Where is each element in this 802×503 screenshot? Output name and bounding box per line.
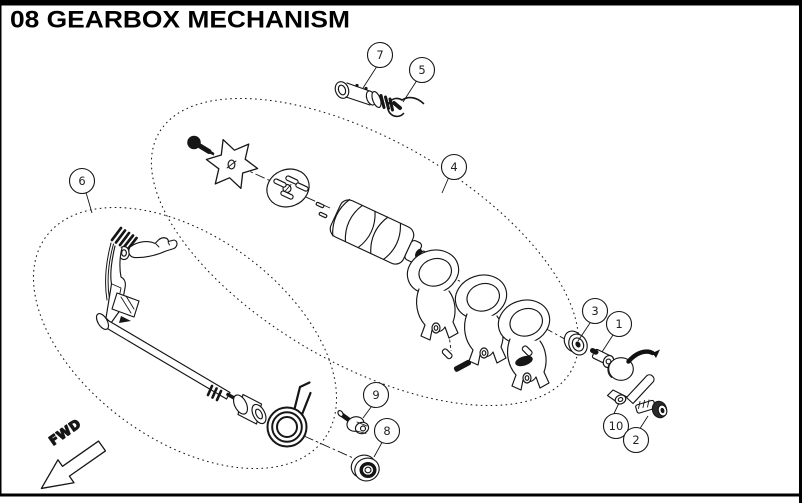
callout-4-leader xyxy=(441,177,449,194)
shaft-bushing xyxy=(232,393,267,425)
callout-6-number: 6 xyxy=(78,174,85,188)
callout-layer: 7 5 4 6 3 1 9 8 10 2 xyxy=(68,41,650,458)
parts-group-outline-6 xyxy=(32,206,338,470)
callout-9-leader xyxy=(362,406,372,419)
fwd-arrow: FWD xyxy=(40,416,107,490)
callout-7-leader xyxy=(362,66,377,89)
lever-bolt xyxy=(635,399,668,419)
right-border xyxy=(799,0,802,503)
parts-group-outline-4 xyxy=(150,97,580,407)
top-border-bar xyxy=(0,0,802,6)
callout-2-leader xyxy=(639,415,649,429)
callout-9-number: 9 xyxy=(372,388,379,402)
roller-bolt xyxy=(337,410,370,435)
diagram-title: 08 GEARBOX MECHANISM xyxy=(10,7,350,34)
callout-4-balloon[interactable] xyxy=(440,153,468,181)
change-lever xyxy=(606,374,655,405)
dowel-pins xyxy=(273,175,328,219)
callout-6-leader xyxy=(85,192,93,214)
callout-2-balloon[interactable] xyxy=(622,426,650,454)
cam-bolt xyxy=(187,135,215,155)
callout-5-leader xyxy=(402,80,417,103)
fork-guide-pins xyxy=(441,345,533,372)
callout-6-balloon[interactable] xyxy=(68,167,96,195)
callout-8-leader xyxy=(373,442,383,458)
callout-9-balloon[interactable] xyxy=(362,381,390,409)
callout-8-number: 8 xyxy=(383,424,390,438)
bottom-border xyxy=(0,493,802,497)
callout-10-leader xyxy=(613,402,620,414)
callout-5-number: 5 xyxy=(418,63,425,77)
gearshift-shaft xyxy=(95,313,236,402)
callout-5-balloon[interactable] xyxy=(408,56,436,84)
spindle-roller xyxy=(350,454,380,482)
callout-2-number: 2 xyxy=(632,433,639,447)
shift-drum xyxy=(329,198,426,265)
fwd-label: FWD xyxy=(47,417,85,450)
callout-1-number: 1 xyxy=(615,317,622,331)
callout-1-leader xyxy=(601,334,614,353)
callout-1-balloon[interactable] xyxy=(605,310,633,338)
callout-10-balloon[interactable] xyxy=(602,412,630,440)
return-spring xyxy=(266,381,312,448)
callout-7-balloon[interactable] xyxy=(366,41,394,69)
shift-cam-disc xyxy=(266,168,310,208)
gearshift-spindle xyxy=(105,226,178,324)
drum-stopper-part xyxy=(334,81,402,112)
spindle-collar xyxy=(563,330,588,356)
callout-3-balloon[interactable] xyxy=(581,297,609,325)
stopper-bolt xyxy=(590,348,615,369)
clip-pin-part xyxy=(387,96,425,118)
callout-3-leader xyxy=(577,322,591,342)
shift-cam-star-plate xyxy=(205,138,259,190)
callout-10-number: 10 xyxy=(609,419,624,433)
callout-4-number: 4 xyxy=(450,160,457,174)
left-border xyxy=(0,5,2,497)
callout-8-balloon[interactable] xyxy=(373,417,401,445)
callout-3-number: 3 xyxy=(591,304,598,318)
callout-7-number: 7 xyxy=(376,48,383,62)
stopper-cap-spring xyxy=(607,349,660,381)
